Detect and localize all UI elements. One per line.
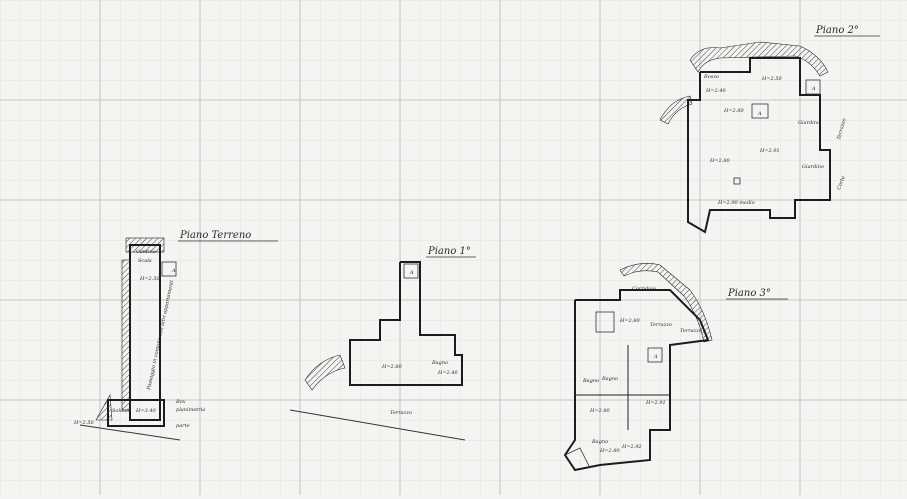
stair-well	[403, 263, 419, 279]
bay-window	[564, 447, 591, 469]
plan-piano-terreno: Piano Terreno A Cantina Scala H=2.50 Pas…	[73, 230, 278, 441]
room-label: Corridoio	[632, 286, 656, 292]
hatched-wall	[689, 41, 829, 77]
height-label: H=2.80	[709, 158, 731, 164]
room-label: Bagno	[601, 376, 618, 382]
stair-well	[595, 311, 615, 333]
height-label: H=2.40	[437, 370, 459, 376]
room-label: Terrazzo	[390, 410, 412, 416]
plan-piano-2: Piano 2° A A H=2.50 Rosso H=2.40 H=2.80 …	[659, 25, 880, 234]
height-label: H=2.80	[723, 108, 745, 114]
room-label: Corte	[836, 175, 847, 190]
height-label: H=2.91	[759, 148, 780, 154]
room-label: Bagno	[431, 360, 448, 366]
room-label: Terrazzo	[836, 118, 847, 141]
height-label: H=2.80	[589, 408, 611, 414]
room-label: Box	[175, 399, 186, 405]
stair-well	[751, 103, 769, 119]
lift-mark: A	[811, 86, 816, 92]
plan-title: Piano Terreno	[179, 230, 251, 241]
room-label: parte	[176, 423, 190, 429]
stair-well	[805, 79, 821, 95]
room-label: Bagno	[591, 439, 608, 445]
plan-title: Piano 2°	[815, 25, 859, 36]
room-label: Bagno	[582, 378, 599, 384]
height-label: H=2.50	[761, 76, 783, 82]
lift-mark: A	[653, 354, 658, 360]
room-label: Terrazzo	[680, 328, 702, 334]
stair-well	[161, 261, 177, 277]
height-label: H=3.40	[135, 408, 157, 414]
height-label: H=2.80	[599, 448, 621, 454]
room-label: Scala	[138, 258, 152, 264]
height-label: H=2.40	[705, 88, 727, 94]
stair-well	[647, 347, 663, 363]
plan-title: Piano 3°	[727, 288, 771, 299]
room-label: Cantina	[136, 249, 156, 255]
height-label: H=2.50	[73, 420, 95, 426]
room-label: Soldato	[112, 408, 131, 414]
plan-piano-3: Piano 3° A Corridoio H=2.80 Terrazzo Ter…	[563, 263, 788, 472]
room-label: Terrazzo	[650, 322, 672, 328]
walls	[349, 261, 463, 386]
walls	[107, 399, 165, 427]
column	[733, 177, 741, 185]
room-label: Rosso	[703, 74, 719, 80]
room-label: Giardino	[802, 164, 824, 170]
stair-curve	[304, 354, 346, 391]
height-label: H=2.50	[139, 276, 161, 282]
room-label: planimetria	[176, 407, 205, 413]
hatched-wall	[619, 263, 713, 343]
walls	[687, 57, 831, 234]
lift-mark: A	[757, 111, 762, 117]
height-label: H=2.91	[645, 400, 666, 406]
walls	[563, 289, 710, 472]
height-label: H=2.80	[619, 318, 641, 324]
plan-piano-1: Piano 1° A H=2.80 Bagno H=2.40 Terrazzo	[289, 246, 476, 441]
height-label: H=2.80	[381, 364, 403, 370]
lift-mark: A	[409, 270, 414, 276]
hatched-wall	[659, 95, 693, 125]
lift-mark: A	[171, 268, 176, 274]
height-label: H=2.90 medio	[717, 200, 755, 206]
hatched-wall	[121, 259, 131, 411]
height-label: H=2.92	[621, 444, 642, 450]
room-label: Giardino	[798, 120, 820, 126]
plan-title: Piano 1°	[427, 246, 471, 257]
